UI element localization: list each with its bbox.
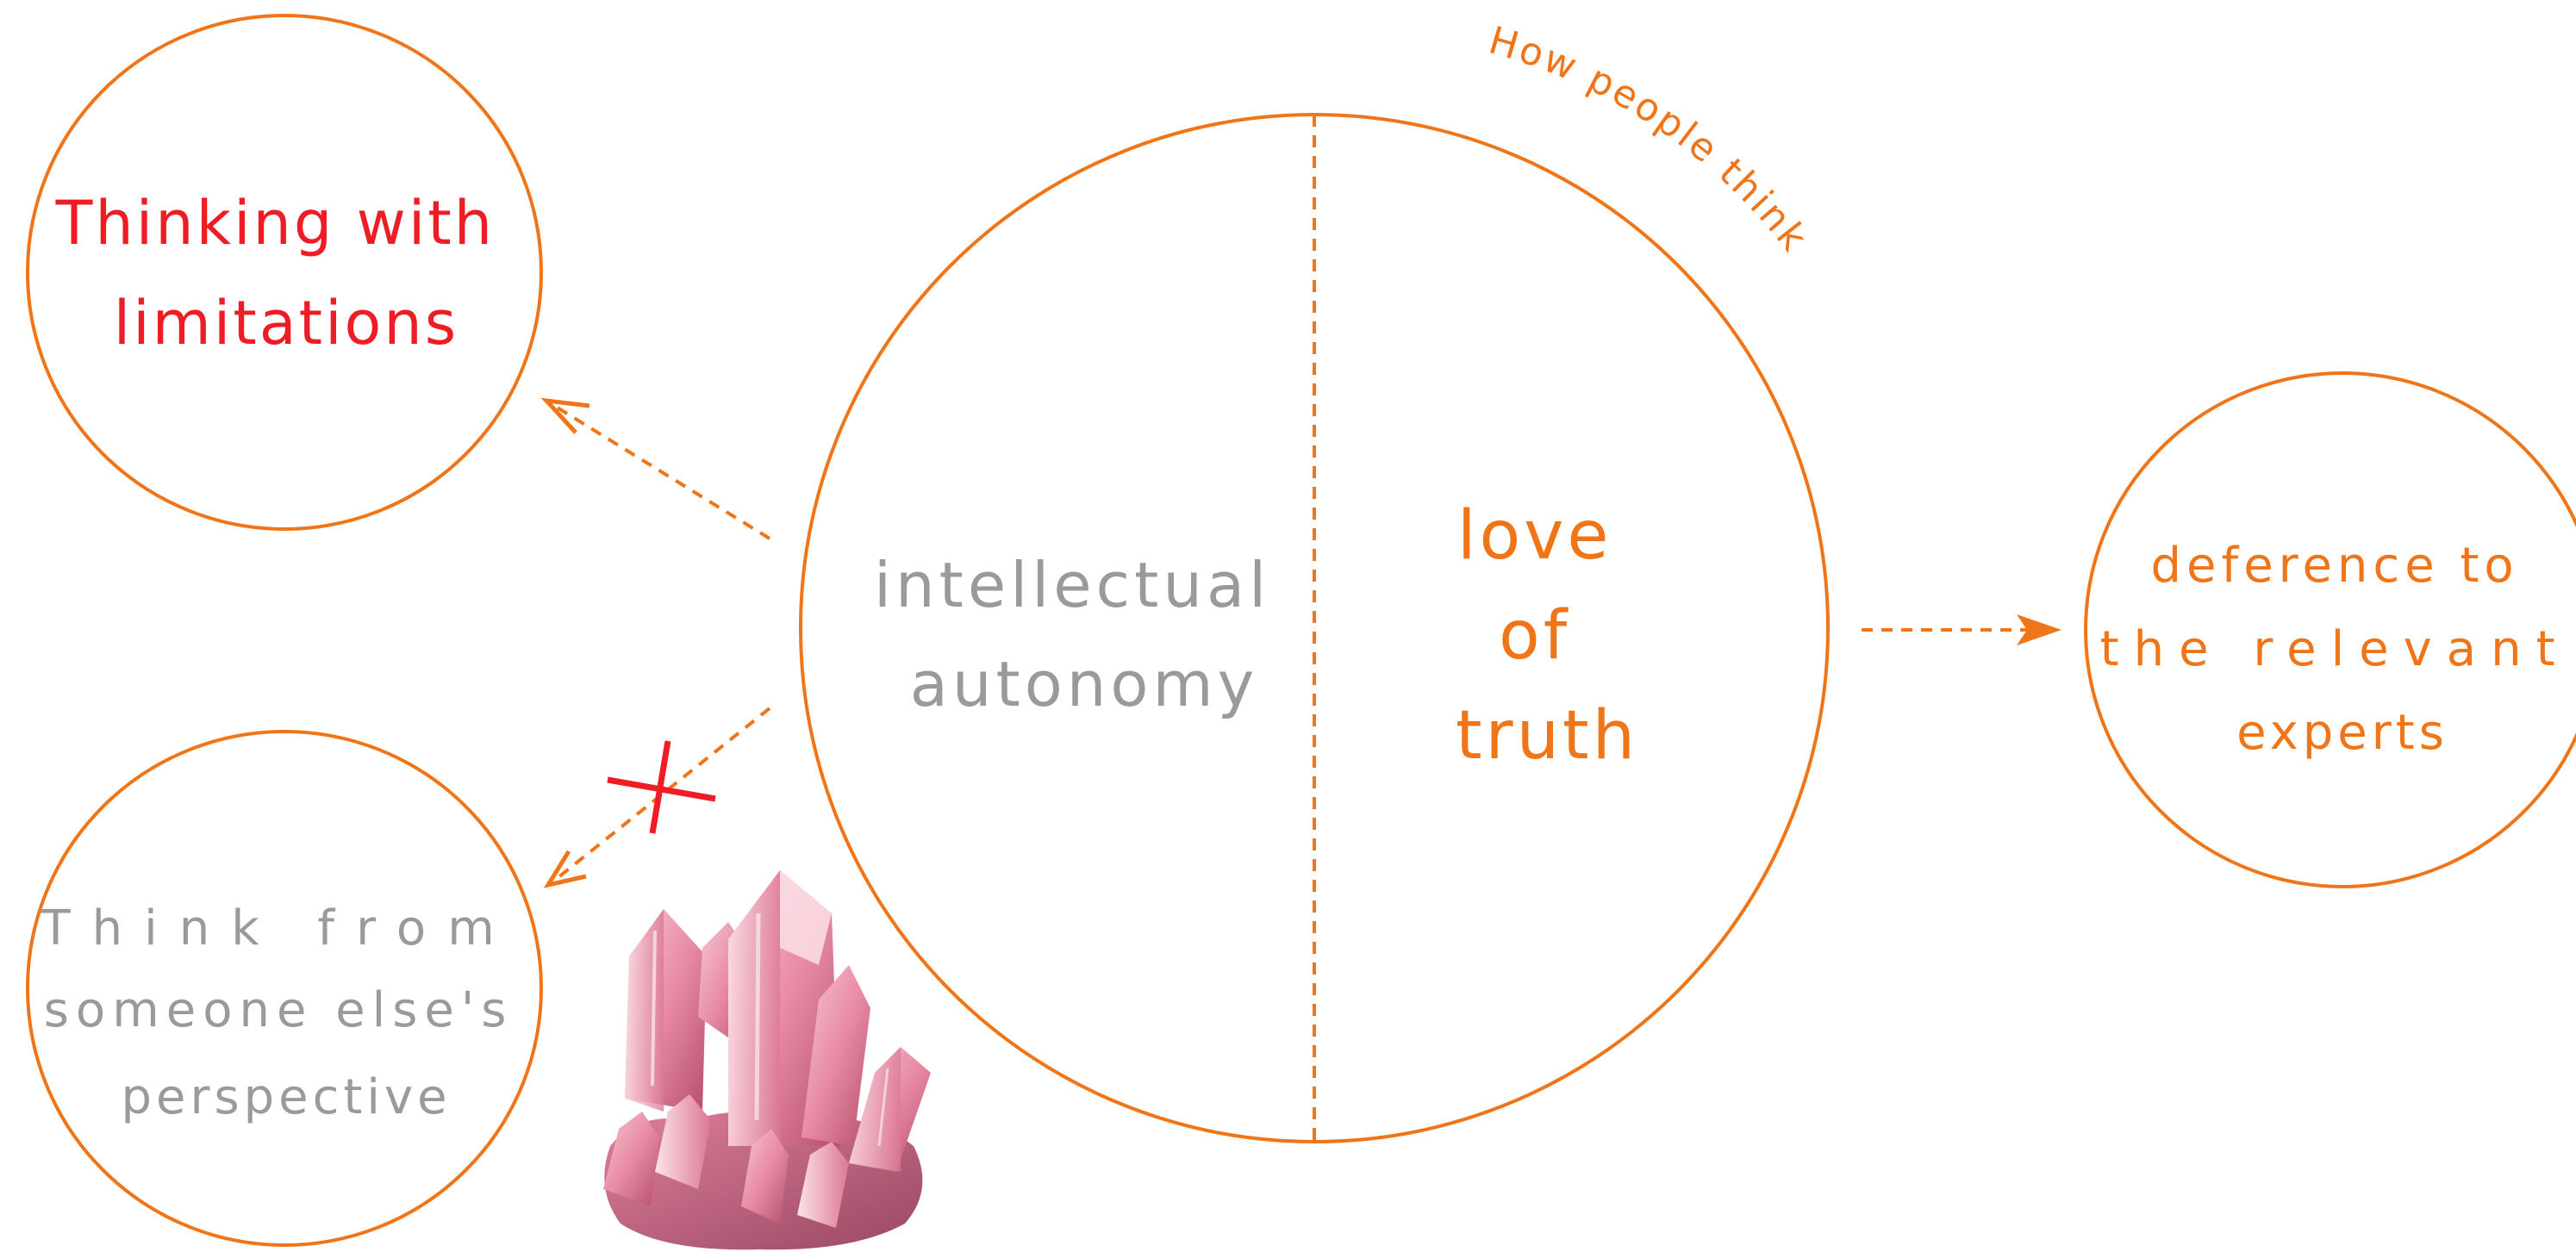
arrow-to-limitations-shaft	[554, 405, 771, 540]
arrow-to-experts-head	[2017, 614, 2061, 645]
love-of-truth-line-1: love	[1457, 497, 1612, 575]
love-of-truth-label: love of truth	[1456, 497, 1638, 775]
deference-to-experts-line-3: experts	[2236, 705, 2448, 761]
love-of-truth-line-2: of	[1499, 597, 1570, 675]
thinking-with-limitations-circle	[26, 14, 543, 531]
intellectual-autonomy-line-1: intellectual	[874, 549, 1270, 621]
deference-to-experts-circle	[2084, 371, 2576, 888]
think-from-perspective-node: Think from someone else's perspective	[26, 730, 543, 1247]
arrow-to-thinking-with-limitations	[540, 397, 771, 540]
arrow-to-perspective-shaft	[557, 707, 771, 879]
how-people-think-annotation: How people think	[1484, 18, 1817, 261]
central-circle	[799, 113, 1830, 1143]
arrow-to-limitations-head	[540, 397, 590, 434]
arrow-to-deference-to-experts	[1862, 614, 2061, 645]
arrow-to-perspective-head	[543, 850, 587, 888]
thinking-with-limitations-line-2: limitations	[114, 288, 458, 358]
deference-to-experts-line-2: the relevant	[2100, 621, 2570, 677]
intellectual-autonomy-line-2: autonomy	[910, 648, 1258, 720]
how-people-think-text: How people think	[1484, 18, 1817, 261]
pink-crystal-cluster-icon	[603, 870, 931, 1250]
think-from-perspective-label: Think from someone else's perspective	[40, 900, 531, 1125]
love-of-truth-line-3: truth	[1456, 697, 1638, 775]
deference-to-experts-line-1: deference to	[2151, 538, 2519, 594]
thinking-with-limitations-node: Thinking with limitations	[26, 14, 543, 531]
intellectual-autonomy-label: intellectual autonomy	[874, 549, 1294, 720]
cross-mark-icon	[607, 740, 716, 834]
thinking-with-limitations-label: Thinking with limitations	[55, 188, 517, 358]
arrow-to-think-from-perspective	[543, 707, 771, 888]
deference-to-experts-label: deference to the relevant experts	[2100, 538, 2576, 761]
think-from-perspective-line-3: perspective	[121, 1069, 451, 1125]
think-from-perspective-line-2: someone else's	[44, 982, 514, 1038]
thinking-with-limitations-line-1: Thinking with	[55, 188, 495, 258]
think-from-perspective-circle	[26, 730, 543, 1247]
think-from-perspective-line-1: Think from	[40, 900, 515, 956]
deference-to-experts-node: deference to the relevant experts	[2084, 371, 2576, 888]
